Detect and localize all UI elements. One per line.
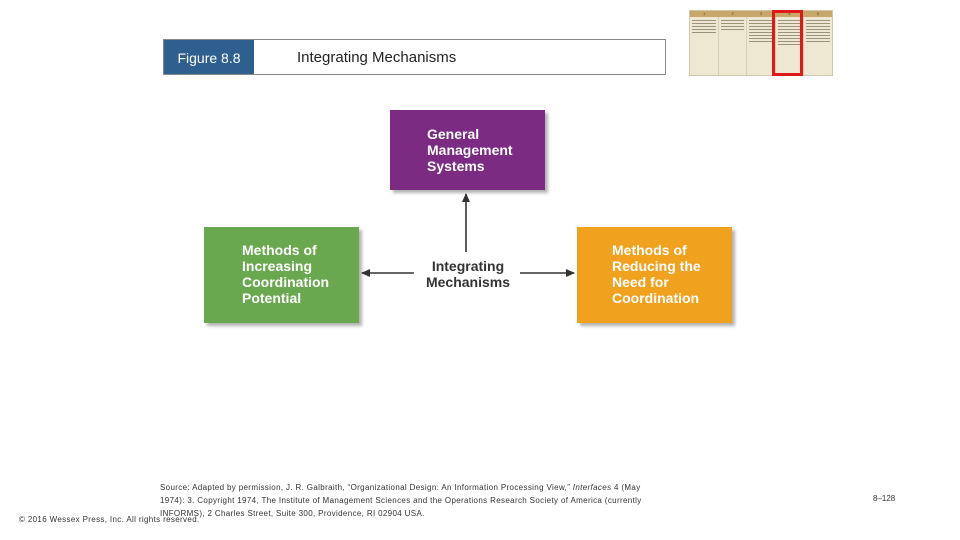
figure-header: Figure 8.8 Integrating Mechanisms — [163, 39, 666, 75]
thumbnail-column-label: 4 — [788, 11, 791, 16]
thumbnail-column-label: 3 — [759, 11, 763, 16]
source-journal: Interfaces — [572, 483, 612, 492]
thumbnail-column-label: 1 — [703, 11, 706, 16]
general-management-systems-box: General Management Systems — [390, 110, 545, 190]
thumbnail-column — [804, 17, 832, 75]
figure-label: Figure 8.8 — [164, 40, 254, 74]
thumbnail-body — [690, 17, 832, 75]
box-label: Methods of Increasing Coordination Poten… — [242, 242, 330, 306]
thumbnail-column — [747, 17, 776, 75]
table-thumbnail: 1 2 3 4 5 — [689, 10, 833, 76]
slide-number: 8–128 — [873, 494, 896, 503]
source-citation: Source: Adapted by permission, J. R. Gal… — [160, 481, 650, 520]
box-label: General Management Systems — [427, 126, 513, 174]
thumbnail-column — [690, 17, 719, 75]
thumbnail-header: 1 2 3 4 5 — [690, 11, 832, 17]
integrating-mechanisms-label: Integrating Mechanisms — [425, 258, 511, 290]
highlight-frame — [772, 10, 803, 76]
thumbnail-column — [719, 17, 748, 75]
copyright-notice: © 2016 Wessex Press, Inc. All rights res… — [19, 515, 200, 524]
thumbnail-column — [776, 17, 805, 75]
source-suffix: 4 (May 1974): 3. Copyright 1974, The Ins… — [160, 483, 642, 518]
reducing-coordination-box: Methods of Reducing the Need for Coordin… — [577, 227, 732, 323]
source-prefix: Source: Adapted by permission, J. R. Gal… — [160, 483, 573, 492]
thumbnail-column-label: 5 — [816, 11, 819, 16]
thumbnail-column-label: 2 — [731, 11, 734, 16]
box-label: Methods of Reducing the Need for Coordin… — [612, 242, 701, 306]
figure-title: Integrating Mechanisms — [297, 49, 457, 66]
increasing-coordination-box: Methods of Increasing Coordination Poten… — [204, 227, 359, 323]
